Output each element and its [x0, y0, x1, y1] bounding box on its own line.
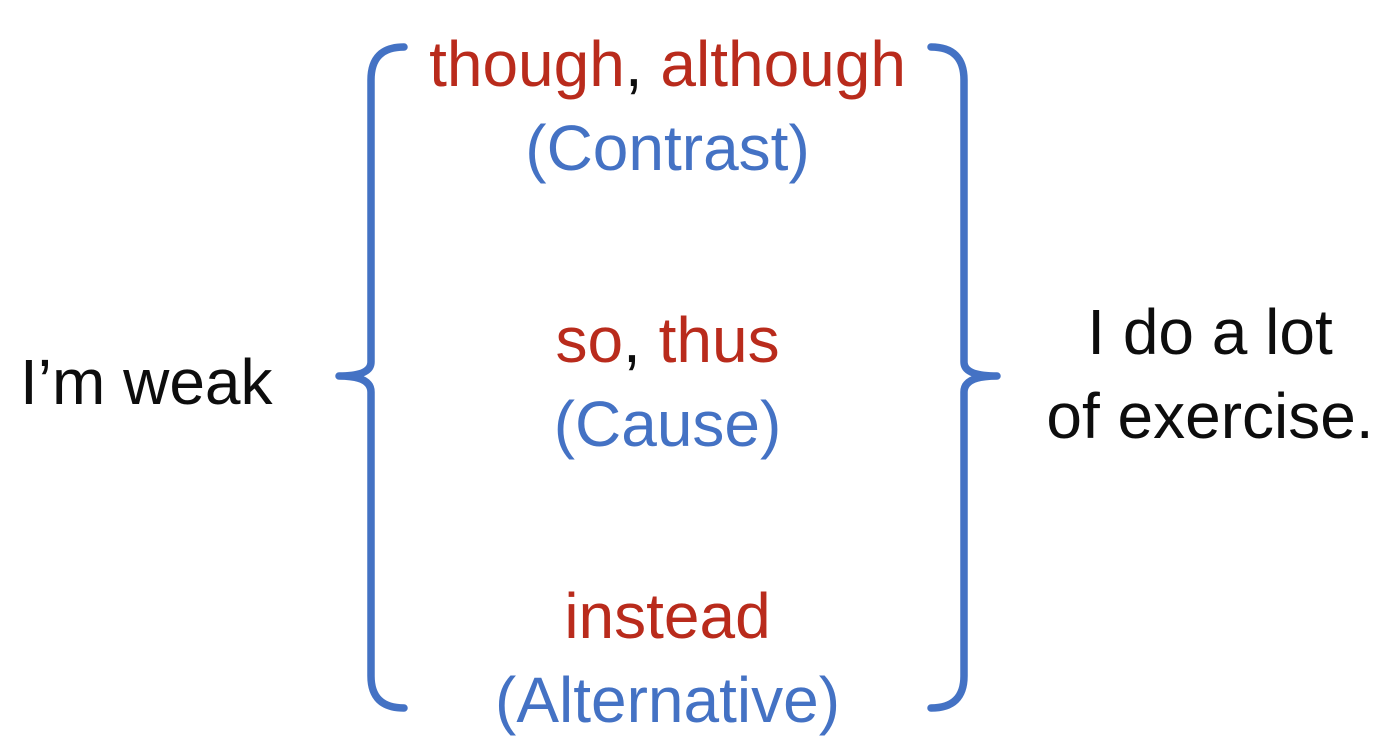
- connector-group-alternative: instead (Alternative): [405, 574, 930, 742]
- connector-word: so: [555, 304, 624, 376]
- left-clause-text: I’m weak: [20, 346, 273, 418]
- right-clause-text: I do a lot of exercise.: [1030, 290, 1380, 458]
- connector-category-label: (Cause): [553, 388, 782, 460]
- left-brace-icon: [335, 43, 408, 712]
- right-brace-icon: [927, 43, 1001, 712]
- connector-word: though: [429, 28, 625, 100]
- connector-words: though, although: [405, 22, 930, 106]
- connector-word: although: [642, 28, 906, 100]
- connector-comma: ,: [623, 304, 641, 376]
- connector-comma: ,: [624, 28, 643, 100]
- connector-words: instead: [405, 574, 930, 658]
- connector-word: instead: [564, 580, 771, 652]
- connector-options-column: though, although (Contrast) so, thus (Ca…: [405, 0, 930, 752]
- right-clause-line2: of exercise.: [1046, 380, 1374, 452]
- right-clause-line1: I do a lot: [1087, 296, 1333, 368]
- connector-group-cause: so, thus (Cause): [405, 298, 930, 466]
- connector-word: thus: [640, 304, 780, 376]
- connector-category-label: (Contrast): [525, 112, 810, 184]
- connector-group-contrast: though, although (Contrast): [405, 22, 930, 190]
- connector-words: so, thus: [405, 298, 930, 382]
- connector-category-label: (Alternative): [495, 664, 840, 736]
